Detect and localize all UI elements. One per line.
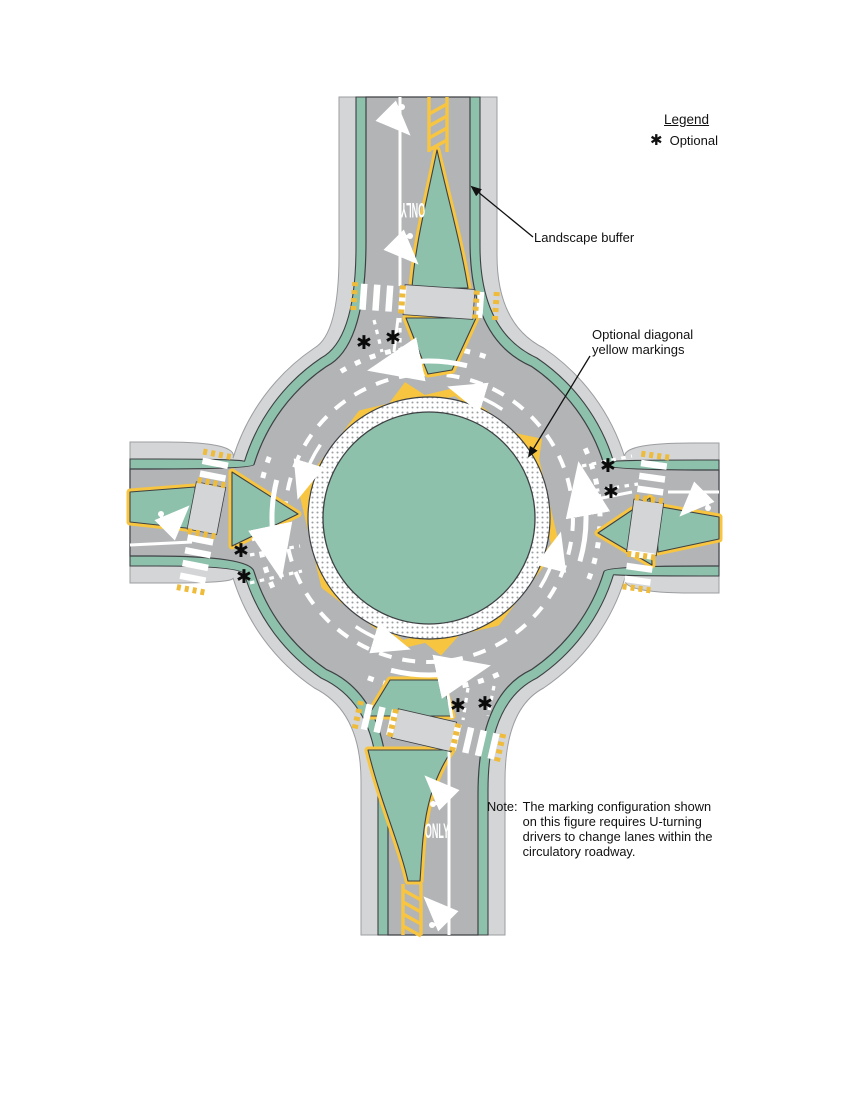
- note-line: The marking configuration shown: [522, 799, 712, 814]
- note-prefix: Note:: [487, 799, 518, 814]
- legend: Legend ✱ Optional: [650, 112, 760, 148]
- pavement-only-south: ONLY: [425, 820, 449, 843]
- asterisk-south-2: ✱: [477, 693, 493, 715]
- crosswalk-west: [176, 448, 232, 596]
- note-lines: The marking configuration shown on this …: [523, 799, 713, 859]
- legend-item-label: Optional: [669, 133, 718, 148]
- splitter-island-west-teardrop: [126, 483, 199, 533]
- central-island: [322, 411, 536, 625]
- crosswalk-north: [350, 281, 500, 321]
- asterisk-north-1: ✱: [356, 332, 372, 354]
- leader-lines: [470, 185, 591, 458]
- landscape-buffer-leader: [470, 185, 534, 238]
- asterisk-east-2: ✱: [603, 481, 619, 503]
- note-line: circulatory roadway.: [522, 844, 636, 859]
- crosswalk-south: [351, 700, 507, 762]
- note-line: on this figure requires U-turning: [522, 814, 702, 829]
- truck-apron: [307, 396, 551, 640]
- median-south: [401, 884, 423, 938]
- asterisk-east-1: ✱: [600, 455, 616, 477]
- asterisk-north-2: ✱: [385, 327, 401, 349]
- pavement-only-north: ONLY: [401, 198, 425, 221]
- pavement-words: ONLY ONLY: [401, 198, 449, 843]
- roundabout-generated-geometry: [126, 96, 723, 938]
- median-north: [427, 97, 449, 152]
- asterisk-legend-icon: ✱: [650, 131, 663, 149]
- optional-diagonal-leader: [527, 355, 591, 458]
- splitter-island-south-teardrop: [364, 746, 456, 885]
- legend-item-optional: ✱ Optional: [650, 131, 760, 149]
- asterisk-west-2: ✱: [236, 566, 252, 588]
- legend-title: Legend: [664, 112, 710, 127]
- figure-note: Note: The marking configuration shown on…: [487, 799, 713, 859]
- inner-hook-arrows: [293, 382, 567, 654]
- optional-asterisks: ✱ ✱ ✱ ✱ ✱ ✱ ✱ ✱: [233, 327, 619, 717]
- circulating-arrows: [248, 337, 611, 699]
- note-line: drivers to change lanes within the: [522, 829, 713, 844]
- optional-diagonal-label: Optional diagonal yellow markings: [592, 327, 693, 357]
- crosswalk-east: [622, 450, 670, 594]
- landscape-buffer-label: Landscape buffer: [534, 230, 635, 245]
- asterisk-west-1: ✱: [233, 540, 249, 562]
- optional-diagonal-line1: Optional diagonal: [592, 327, 694, 342]
- optional-diagonal-line2: yellow markings: [592, 342, 685, 357]
- asterisk-south-1: ✱: [450, 695, 466, 717]
